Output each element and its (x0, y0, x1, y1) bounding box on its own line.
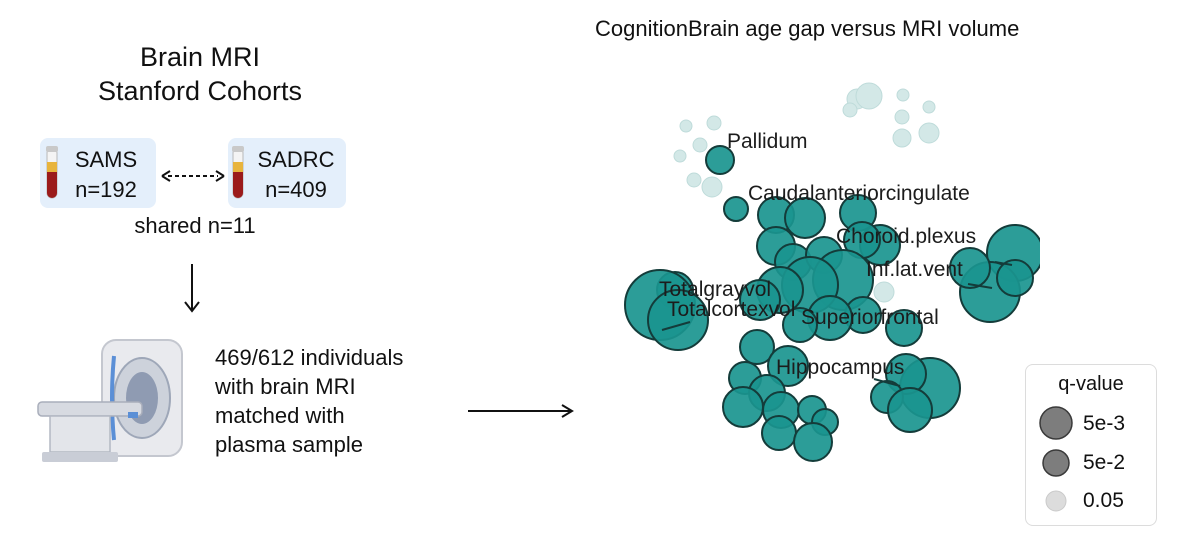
blood-tube-icon (232, 146, 244, 199)
mri-match-description: 469/612 individuals with brain MRI match… (215, 343, 475, 459)
legend-label: 5e-3 (1083, 412, 1126, 435)
label-superiorfrontal: Superiorfrontal (801, 306, 939, 329)
cohort-name: SAMS (74, 147, 138, 172)
label-hippocampus: Hippocampus (776, 356, 904, 379)
mri-text-line: 469/612 individuals (215, 345, 404, 370)
mri-volume-bubble-plot: Pallidum Caudalanteriorcingulate Choroid… (624, 82, 1040, 462)
cohort-name: SADRC (257, 147, 335, 172)
cohorts-title-line1: Brain MRI (139, 42, 261, 72)
down-arrow-icon (184, 264, 200, 313)
label-pallidum: Pallidum (727, 130, 808, 153)
label-inf-lat-vent: Inf.lat.vent (866, 258, 963, 281)
label-totalgrayvol: Totalgrayvol (659, 278, 771, 301)
legend-label: 5e-2 (1083, 451, 1126, 474)
sadrc-cohort-box (228, 138, 346, 208)
label-totalcortexvol: Totalcortexvol (667, 298, 795, 321)
node-labels: Pallidum Caudalanteriorcingulate Choroid… (659, 130, 976, 379)
right-arrow-icon (468, 404, 574, 418)
label-choroid-plexus: Choroid.plexus (836, 225, 976, 248)
q-value-legend: q-value 5e-3 5e-2 0.05 (1025, 364, 1157, 526)
cohort-count: n=409 (265, 177, 327, 202)
node-edges (661, 261, 1013, 387)
legend-symbol-medium (1042, 449, 1070, 477)
legend-title: q-value (1058, 373, 1124, 395)
legend-symbols (1039, 406, 1073, 512)
cohorts-title: Brain MRI Stanford Cohorts (60, 40, 340, 108)
bidirectional-dashed-arrow-icon (161, 170, 225, 182)
mri-text-line: plasma sample (215, 432, 363, 457)
cohorts-title-line2: Stanford Cohorts (97, 76, 303, 106)
legend-label: 0.05 (1083, 489, 1124, 512)
plot-title: CognitionBrain age gap versus MRI volume (595, 16, 1020, 41)
sams-cohort-box (40, 138, 156, 208)
sams-cohort-label: SAMS n=192 (58, 145, 154, 205)
mri-scanner-icon (37, 339, 183, 462)
legend-symbol-large (1039, 406, 1073, 440)
blood-tube-icon (46, 146, 58, 199)
label-caudalanteriorcingulate: Caudalanteriorcingulate (748, 182, 970, 205)
cohort-count: n=192 (75, 177, 137, 202)
faint-nodes (673, 82, 940, 303)
significant-nodes (624, 145, 1040, 462)
legend-symbol-small (1045, 490, 1067, 512)
shared-count: shared n=11 (134, 213, 256, 238)
sadrc-cohort-label: SADRC n=409 (246, 145, 346, 205)
mri-text-line: with brain MRI (215, 374, 356, 399)
mri-text-line: matched with (215, 403, 345, 428)
